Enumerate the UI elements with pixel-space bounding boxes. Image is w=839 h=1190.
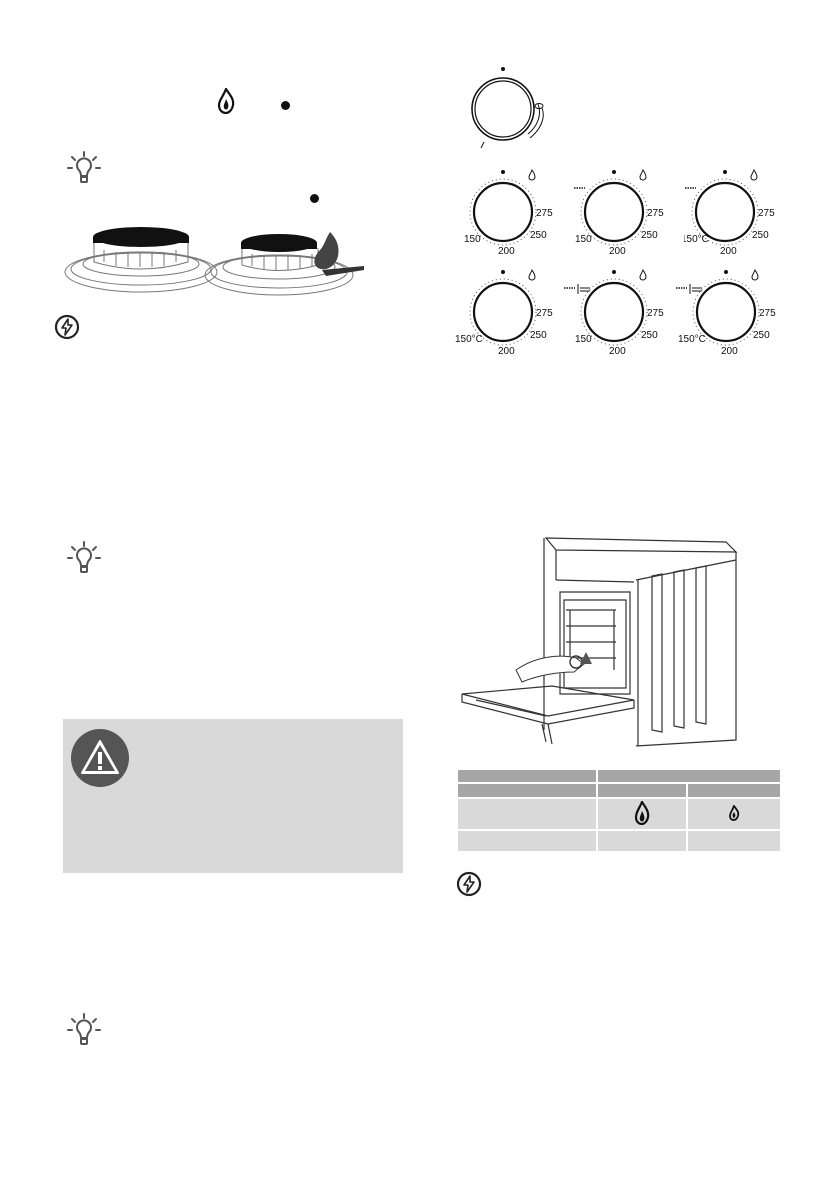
dial-label-200: 200 — [609, 346, 626, 357]
dial-label-150-fan: 150°C — [455, 334, 483, 345]
temperature-dial: 275 250 200 150 — [573, 166, 668, 263]
lightbulb-tip-icon — [66, 540, 102, 581]
gas-burner-table — [456, 768, 782, 853]
warning-triangle-icon — [71, 729, 129, 787]
dial-label-250: 250 — [530, 230, 547, 241]
dial-label-150-fan: 150°C — [684, 234, 709, 245]
table-header-cell — [458, 770, 596, 782]
temperature-dial: 275 250 200 150 — [462, 166, 557, 263]
table-header-cell — [598, 770, 780, 782]
table-cell — [688, 799, 780, 829]
temperature-dial: 275 250 200 150°C — [675, 266, 780, 363]
table-cell — [458, 831, 596, 851]
dial-label-150-fan: 150°C — [678, 334, 706, 345]
table-subheader-row — [458, 784, 780, 797]
dial-label-200: 200 — [609, 246, 626, 257]
lightbulb-tip-icon — [66, 1012, 102, 1053]
dial-label-275: 275 — [536, 308, 553, 319]
small-flame-icon — [728, 803, 740, 824]
dial-label-250: 250 — [641, 230, 658, 241]
large-flame-icon — [633, 799, 651, 828]
table-cell — [458, 799, 596, 829]
dial-label-200: 200 — [721, 346, 738, 357]
off-position-dot — [281, 101, 290, 110]
table-cell — [598, 831, 686, 851]
temperature-dial: 275 250 200 150°C — [681, 166, 779, 263]
off-position-dot — [310, 194, 319, 203]
temperature-dial: 275 250 200 150 — [563, 266, 668, 363]
dial-label-275: 275 — [536, 208, 553, 219]
dial-label-275: 275 — [647, 208, 664, 219]
dial-label-150: 150 — [464, 234, 481, 245]
oven-illustration — [456, 530, 742, 755]
table-cell — [598, 799, 686, 829]
temperature-dial: 275 250 200 150°C — [455, 266, 557, 363]
dial-label-275: 275 — [647, 308, 664, 319]
dial-label-250: 250 — [641, 330, 658, 341]
table-row — [458, 799, 780, 829]
dial-label-275: 275 — [758, 208, 775, 219]
table-header-row — [458, 770, 780, 782]
lightbulb-tip-icon — [66, 150, 102, 191]
dial-label-150: 150 — [575, 334, 592, 345]
flame-icon — [217, 86, 235, 119]
dial-label-200: 200 — [498, 246, 515, 257]
lightning-circle-icon — [54, 314, 80, 345]
burner-illustration — [64, 220, 370, 305]
dial-label-200: 200 — [720, 246, 737, 257]
lightning-circle-icon — [456, 871, 482, 902]
table-subheader-cell — [688, 784, 780, 797]
dial-label-250: 250 — [753, 330, 770, 341]
dial-label-150: 150 — [575, 234, 592, 245]
table-subheader-cell — [458, 784, 596, 797]
dial-label-200: 200 — [498, 346, 515, 357]
dial-label-250: 250 — [752, 230, 769, 241]
table-cell — [688, 831, 780, 851]
dial-label-275: 275 — [759, 308, 776, 319]
warning-box — [63, 719, 403, 873]
table-subheader-cell — [598, 784, 686, 797]
table-row — [458, 831, 780, 851]
dial-label-250: 250 — [530, 330, 547, 341]
control-knob-illustration — [468, 62, 550, 153]
